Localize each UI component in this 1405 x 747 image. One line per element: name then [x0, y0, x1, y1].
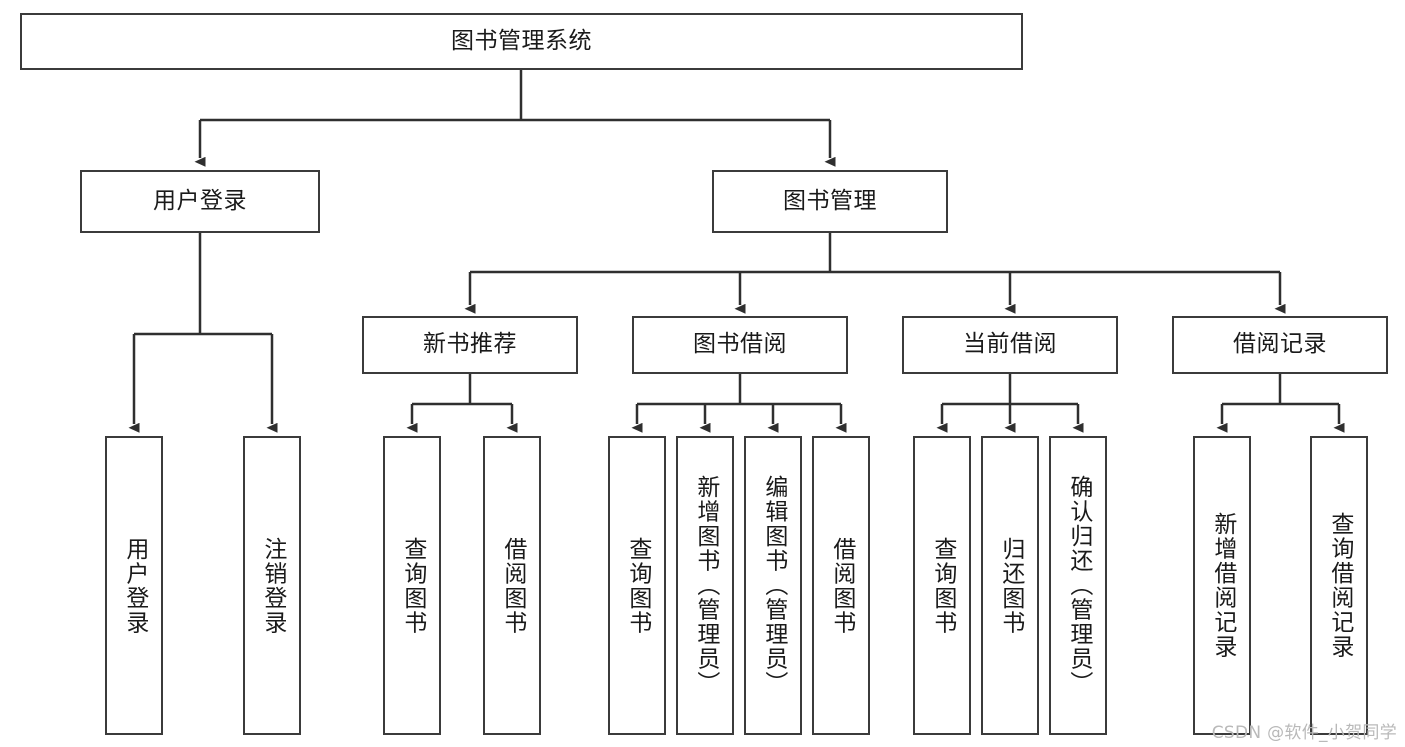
- node-leaf-query-book-1-label: 查询图书: [399, 536, 426, 635]
- node-leaf-user-login-label: 用户登录: [121, 536, 148, 635]
- node-leaf-query-book-3-label: 查询图书: [929, 536, 956, 635]
- node-leaf-return-book[interactable]: 归还图书: [981, 436, 1039, 735]
- node-leaf-add-book[interactable]: 新增图书（管理员）: [676, 436, 734, 735]
- node-book-manage[interactable]: 图书管理: [712, 170, 948, 233]
- node-book-borrow[interactable]: 图书借阅: [632, 316, 848, 374]
- node-leaf-borrow-book-1-label: 借阅图书: [499, 536, 526, 635]
- node-book-manage-label: 图书管理: [783, 187, 877, 214]
- node-leaf-borrow-book-2[interactable]: 借阅图书: [812, 436, 870, 735]
- node-leaf-edit-book-label: 编辑图书（管理员）: [760, 475, 787, 696]
- node-current-borrow-label: 当前借阅: [963, 331, 1057, 358]
- node-leaf-logout-label: 注销登录: [259, 536, 286, 635]
- node-leaf-confirm-return-label: 确认归还（管理员）: [1065, 475, 1092, 696]
- node-leaf-add-book-label: 新增图书（管理员）: [692, 475, 719, 696]
- node-leaf-edit-book[interactable]: 编辑图书（管理员）: [744, 436, 802, 735]
- node-borrow-record[interactable]: 借阅记录: [1172, 316, 1388, 374]
- node-leaf-borrow-book-1[interactable]: 借阅图书: [483, 436, 541, 735]
- node-leaf-return-book-label: 归还图书: [997, 536, 1024, 635]
- node-leaf-add-record[interactable]: 新增借阅记录: [1193, 436, 1251, 735]
- node-root-label: 图书管理系统: [451, 27, 592, 54]
- node-root[interactable]: 图书管理系统: [20, 13, 1023, 70]
- node-user-login[interactable]: 用户登录: [80, 170, 320, 233]
- node-leaf-query-book-1[interactable]: 查询图书: [383, 436, 441, 735]
- node-leaf-query-book-2-label: 查询图书: [624, 536, 651, 635]
- node-leaf-add-record-label: 新增借阅记录: [1209, 512, 1236, 659]
- node-borrow-record-label: 借阅记录: [1233, 331, 1327, 358]
- node-leaf-user-login[interactable]: 用户登录: [105, 436, 163, 735]
- node-current-borrow[interactable]: 当前借阅: [902, 316, 1118, 374]
- node-leaf-confirm-return[interactable]: 确认归还（管理员）: [1049, 436, 1107, 735]
- node-leaf-borrow-book-2-label: 借阅图书: [828, 536, 855, 635]
- node-leaf-query-record[interactable]: 查询借阅记录: [1310, 436, 1368, 735]
- node-leaf-query-record-label: 查询借阅记录: [1326, 512, 1353, 659]
- node-leaf-query-book-2[interactable]: 查询图书: [608, 436, 666, 735]
- node-leaf-query-book-3[interactable]: 查询图书: [913, 436, 971, 735]
- node-new-book-recommend[interactable]: 新书推荐: [362, 316, 578, 374]
- node-new-book-recommend-label: 新书推荐: [423, 331, 517, 358]
- watermark: CSDN @软件_小贺同学: [1211, 723, 1397, 743]
- node-book-borrow-label: 图书借阅: [693, 331, 787, 358]
- node-user-login-label: 用户登录: [153, 187, 247, 214]
- node-leaf-logout[interactable]: 注销登录: [243, 436, 301, 735]
